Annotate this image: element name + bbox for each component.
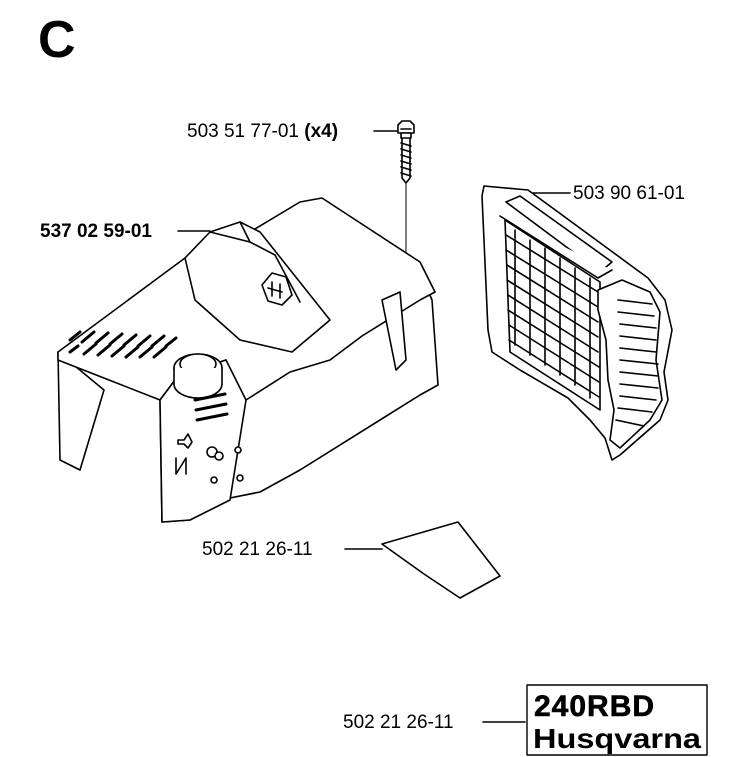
decal-outline [526, 684, 708, 756]
screw-part-number: 503 51 77-01 [187, 121, 299, 142]
plate-part [381, 521, 501, 599]
decal-brand-text: Husqvarna [533, 723, 701, 754]
plate-part-number: 502 21 26-11 [202, 539, 313, 560]
decal-part-number: 502 21 26-11 [343, 712, 454, 733]
decal-model-text: 240RBD [534, 690, 655, 723]
screw-callout: 503 51 77-01 (x4) [187, 122, 338, 141]
cover-part-number: 537 02 59-01 [40, 221, 152, 242]
filter-part-number: 503 90 61-01 [573, 183, 685, 204]
filter-cover-part [481, 185, 673, 461]
cylinder-cover-part [57, 197, 439, 523]
section-letter: C [38, 11, 76, 69]
screw-qty: (x4) [304, 121, 339, 142]
